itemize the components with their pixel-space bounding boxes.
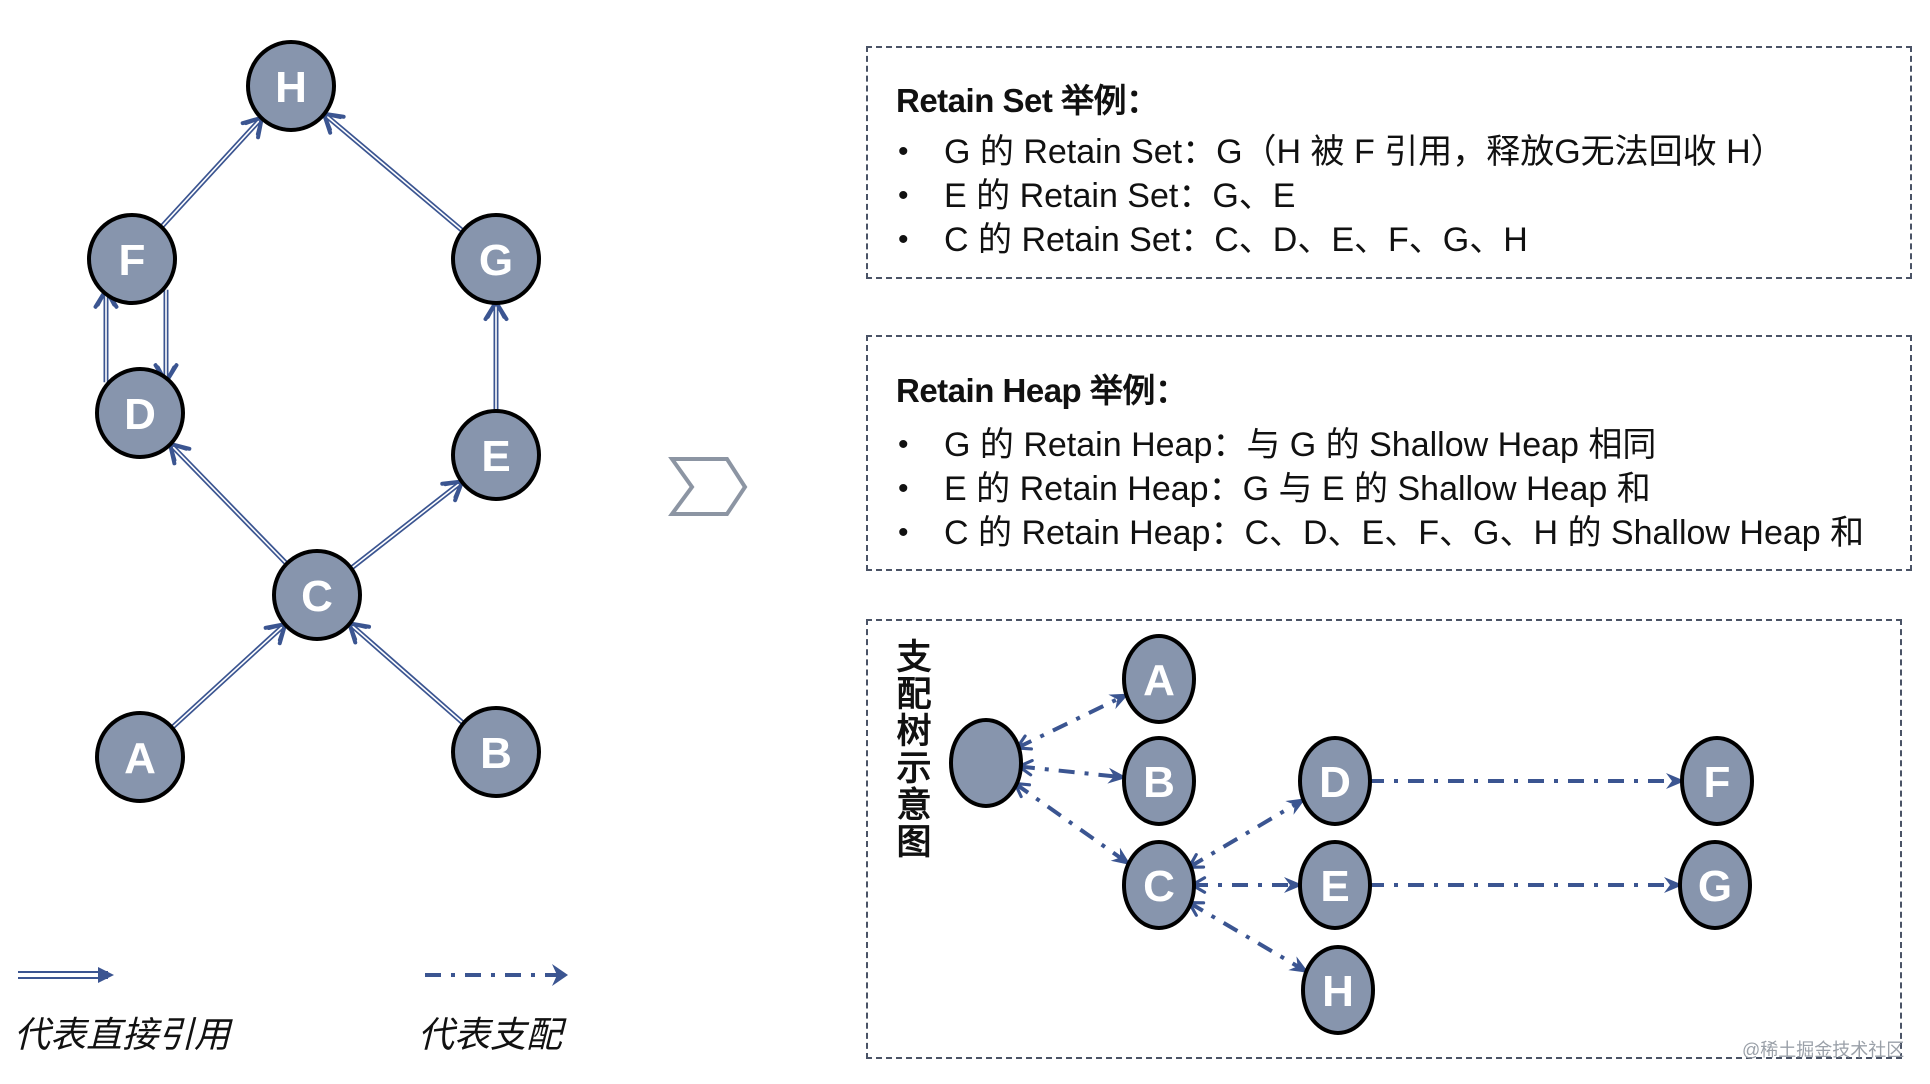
bullet-icon: •	[898, 472, 909, 505]
dominator-tree-panel: 支配树示意图	[866, 619, 1902, 1059]
list-item: • G 的 Retain Set：G（H 被 F 引用，释放G无法回收 H）	[898, 130, 1785, 174]
reference-edge-F-to-D	[153, 289, 179, 382]
dominator-edge-C-to-D	[1189, 797, 1306, 869]
node-label: C	[301, 572, 333, 621]
node-label: C	[1143, 862, 1175, 911]
node-label: D	[1319, 758, 1351, 807]
reference-edge-C-to-E	[349, 481, 462, 571]
node-label: G	[479, 236, 513, 285]
dominator-node-D: D	[1298, 736, 1372, 826]
reference-node-F: F	[87, 213, 177, 305]
dominator-edge-ROOT-to-B	[1019, 766, 1126, 777]
dominator-tree-edges	[1015, 692, 1685, 975]
dominator-tree-nodes: A B C D E H F G	[949, 634, 1754, 1035]
list-item-text: E 的 Retain Set：G、E	[944, 177, 1296, 215]
dominator-node-A: A	[1122, 634, 1196, 724]
reference-node-C: C	[272, 549, 362, 641]
node-label: F	[119, 236, 146, 285]
reference-node-G: G	[451, 213, 541, 305]
reference-edge-A-to-C	[170, 624, 286, 730]
node-label: G	[1698, 862, 1732, 911]
reference-edge-G-to-H	[324, 114, 465, 234]
dominator-node-E: E	[1298, 840, 1372, 930]
reference-edge-B-to-C	[349, 623, 466, 726]
list-item: • G 的 Retain Heap：与 G 的 Shallow Heap 相同	[898, 423, 1864, 467]
reference-graph-edges	[93, 114, 509, 730]
bullet-icon: •	[898, 428, 909, 461]
dominator-edge-C-to-H	[1189, 900, 1309, 975]
reference-graph-nodes: H F G D E C A B	[87, 40, 541, 803]
list-item: • E 的 Retain Set：G、E	[898, 174, 1785, 218]
list-item-text: C 的 Retain Heap：C、D、E、F、G、H 的 Shallow He…	[944, 514, 1865, 552]
dominator-node-C: C	[1122, 840, 1196, 930]
list-item-text: G 的 Retain Heap：与 G 的 Shallow Heap 相同	[944, 426, 1657, 464]
dominator-node-B: B	[1122, 736, 1196, 826]
retain-heap-title: Retain Heap 举例：	[896, 372, 1188, 409]
node-label: A	[1143, 656, 1175, 705]
bullet-icon: •	[898, 179, 909, 212]
retain-heap-list: • G 的 Retain Heap：与 G 的 Shallow Heap 相同 •…	[898, 423, 1864, 555]
reference-node-E: E	[451, 409, 541, 501]
node-label: E	[481, 432, 510, 481]
list-item: • E 的 Retain Heap：G 与 E 的 Shallow Heap 和	[898, 467, 1864, 511]
legend-dominator-arrow	[425, 964, 568, 986]
reference-node-A: A	[95, 711, 185, 803]
list-item-text: G 的 Retain Set：G（H 被 F 引用，释放G无法回收 H）	[944, 133, 1785, 171]
node-label: A	[124, 734, 156, 783]
retain-set-panel: Retain Set 举例： • G 的 Retain Set：G（H 被 F 引…	[866, 46, 1912, 279]
node-label: H	[275, 63, 307, 112]
list-item-text: C 的 Retain Set：C、D、E、F、G、H	[944, 221, 1528, 259]
list-item-text: E 的 Retain Heap：G 与 E 的 Shallow Heap 和	[944, 470, 1651, 508]
watermark: @稀土掘金技术社区	[1742, 1040, 1905, 1060]
node-label: E	[1320, 862, 1349, 911]
node-label: H	[1322, 967, 1354, 1016]
node-label: D	[124, 390, 156, 439]
reference-edge-C-to-D	[170, 444, 289, 566]
dominator-tree-title: 支配树示意图	[896, 638, 932, 862]
legend-direct-arrow	[18, 967, 114, 983]
node-label: B	[480, 729, 512, 778]
dominator-node-F: F	[1680, 736, 1754, 826]
reference-edge-F-to-H	[159, 118, 262, 230]
bullet-icon: •	[898, 516, 909, 549]
node-label: B	[1143, 758, 1175, 807]
reference-edge-D-to-F	[93, 290, 119, 383]
bullet-icon: •	[898, 223, 909, 256]
reference-edge-E-to-G	[483, 302, 509, 412]
retain-set-list: • G 的 Retain Set：G（H 被 F 引用，释放G无法回收 H） • E…	[898, 130, 1785, 262]
bullet-icon: •	[898, 135, 909, 168]
reference-node-B: B	[451, 706, 541, 798]
legend-dominator-label: 代表支配	[418, 1014, 563, 1055]
list-item: • C 的 Retain Set：C、D、E、F、G、H	[898, 218, 1785, 262]
legend-direct-reference-label: 代表直接引用	[14, 1014, 231, 1055]
dominator-node-H: H	[1301, 945, 1375, 1035]
node-label: F	[1704, 758, 1731, 807]
retain-heap-panel: Retain Heap 举例： • G 的 Retain Heap：与 G 的 S…	[866, 335, 1912, 571]
dominator-node-G: G	[1678, 840, 1752, 930]
list-item: • C 的 Retain Heap：C、D、E、F、G、H 的 Shallow H…	[898, 511, 1864, 555]
dominator-root-node	[949, 718, 1023, 808]
chevron-right-icon	[668, 457, 748, 516]
reference-node-D: D	[95, 367, 185, 459]
retain-set-title: Retain Set 举例：	[896, 82, 1159, 119]
reference-node-H: H	[246, 40, 336, 132]
